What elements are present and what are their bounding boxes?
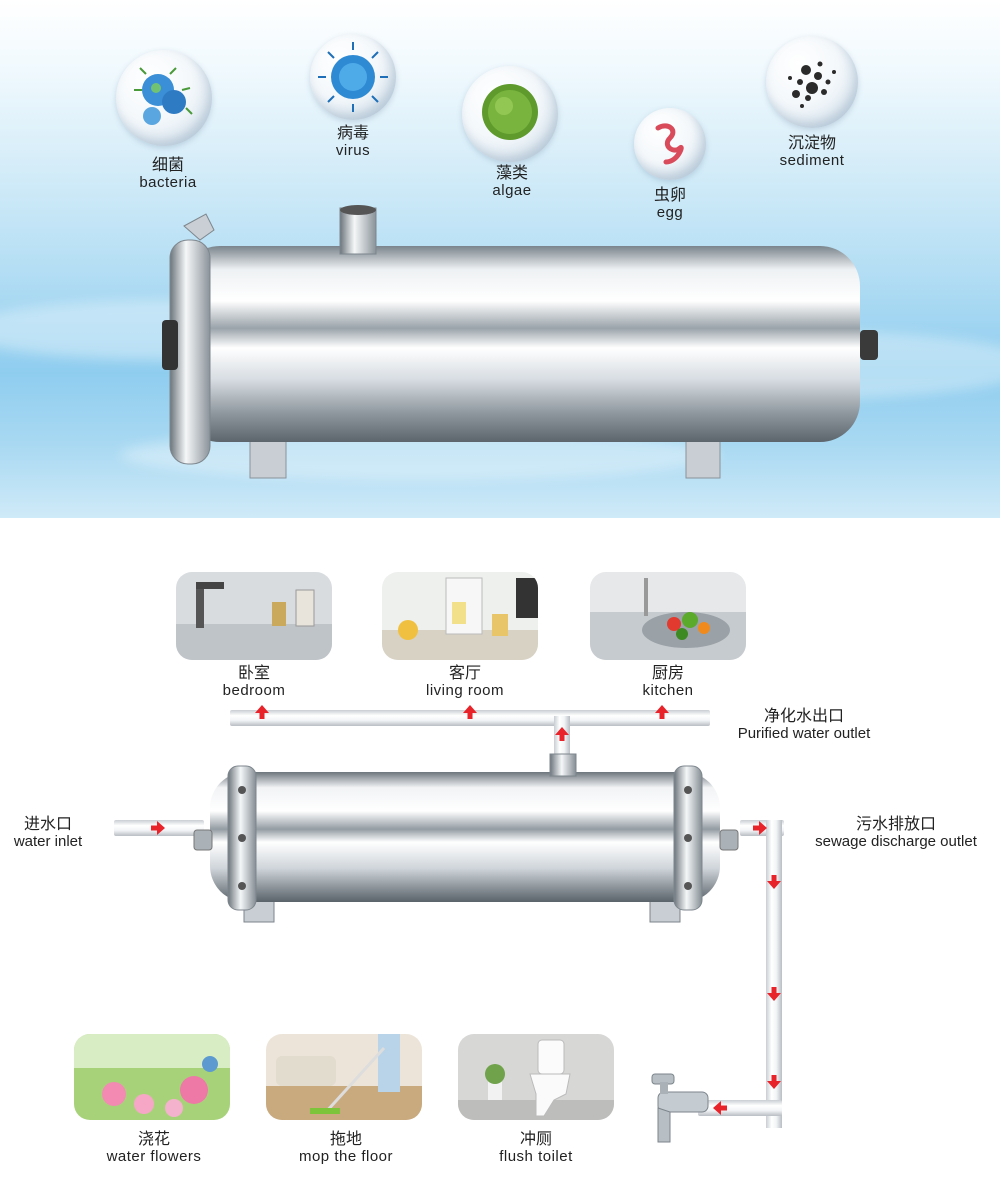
mop-floor-en-label: mop the floor [298, 1148, 394, 1166]
bedroom-en-label: bedroom [222, 682, 286, 700]
bacteria-zh-label: 细菌 [151, 155, 184, 174]
egg-en-label: egg [656, 204, 684, 222]
flow-arrow-up [554, 726, 570, 742]
filter-tank-diagram [193, 753, 739, 923]
mop-floor-zh-label: 拖地 [329, 1129, 362, 1148]
hero-banner: 细菌 bacteria 病毒 virus 藻类 algae [0, 0, 1000, 518]
bacteria-en-label: bacteria [139, 174, 197, 192]
flow-arrow-right [150, 820, 166, 836]
flow-arrow-up [462, 704, 478, 720]
usage-diagram: 卧室 bedroom 客厅 living room 厨房 kitchen 净化水… [0, 518, 1000, 1198]
filter-tank-illustration [162, 205, 878, 479]
water-flowers-zh-label: 浇花 [137, 1129, 170, 1148]
sediment-icon [766, 36, 858, 128]
purified-outlet-zh-label: 净化水出口 [763, 706, 844, 725]
sewage-outlet-zh-label: 污水排放口 [855, 814, 936, 833]
kitchen-en-label: kitchen [642, 682, 694, 700]
toilet-photo [458, 1034, 614, 1120]
algae-icon [462, 66, 558, 162]
algae-zh-label: 藻类 [495, 163, 528, 182]
egg-zh-label: 虫卵 [653, 185, 686, 204]
flow-arrow-down [766, 986, 782, 1002]
flow-arrow-up [654, 704, 670, 720]
bacteria-icon [116, 50, 212, 146]
sewage-pipe-bottom [698, 1100, 782, 1116]
living-room-photo [382, 572, 538, 660]
sediment-zh-label: 沉淀物 [787, 133, 836, 152]
worm-egg-icon [634, 108, 706, 180]
living-room-en-label: living room [425, 682, 505, 700]
purified-outlet-en-label: Purified water outlet [737, 725, 871, 743]
flow-arrow-down [766, 1074, 782, 1090]
virus-icon [310, 34, 396, 120]
sewage-outlet-en-label: sewage discharge outlet [815, 833, 977, 851]
sewage-pipe-vertical [766, 820, 782, 1128]
water-flowers-en-label: water flowers [106, 1148, 202, 1166]
flow-arrow-up [254, 704, 270, 720]
mop-floor-photo [266, 1034, 422, 1120]
kitchen-photo [590, 572, 746, 660]
living-room-zh-label: 客厅 [448, 663, 481, 682]
algae-en-label: algae [492, 182, 532, 200]
flush-toilet-en-label: flush toilet [499, 1148, 573, 1166]
virus-en-label: virus [335, 142, 371, 160]
flow-arrow-down [766, 874, 782, 890]
flush-toilet-zh-label: 冲厕 [519, 1129, 552, 1148]
virus-zh-label: 病毒 [336, 123, 369, 142]
faucet-icon [651, 1073, 709, 1143]
kitchen-zh-label: 厨房 [651, 663, 684, 682]
bedroom-photo [176, 572, 332, 660]
water-inlet-zh-label: 进水口 [23, 814, 72, 833]
water-inlet-en-label: water inlet [13, 833, 83, 851]
flow-arrow-left [712, 1100, 728, 1116]
bedroom-zh-label: 卧室 [237, 663, 270, 682]
flowers-photo [74, 1034, 230, 1120]
flow-arrow-right [752, 820, 768, 836]
sediment-en-label: sediment [779, 152, 845, 170]
